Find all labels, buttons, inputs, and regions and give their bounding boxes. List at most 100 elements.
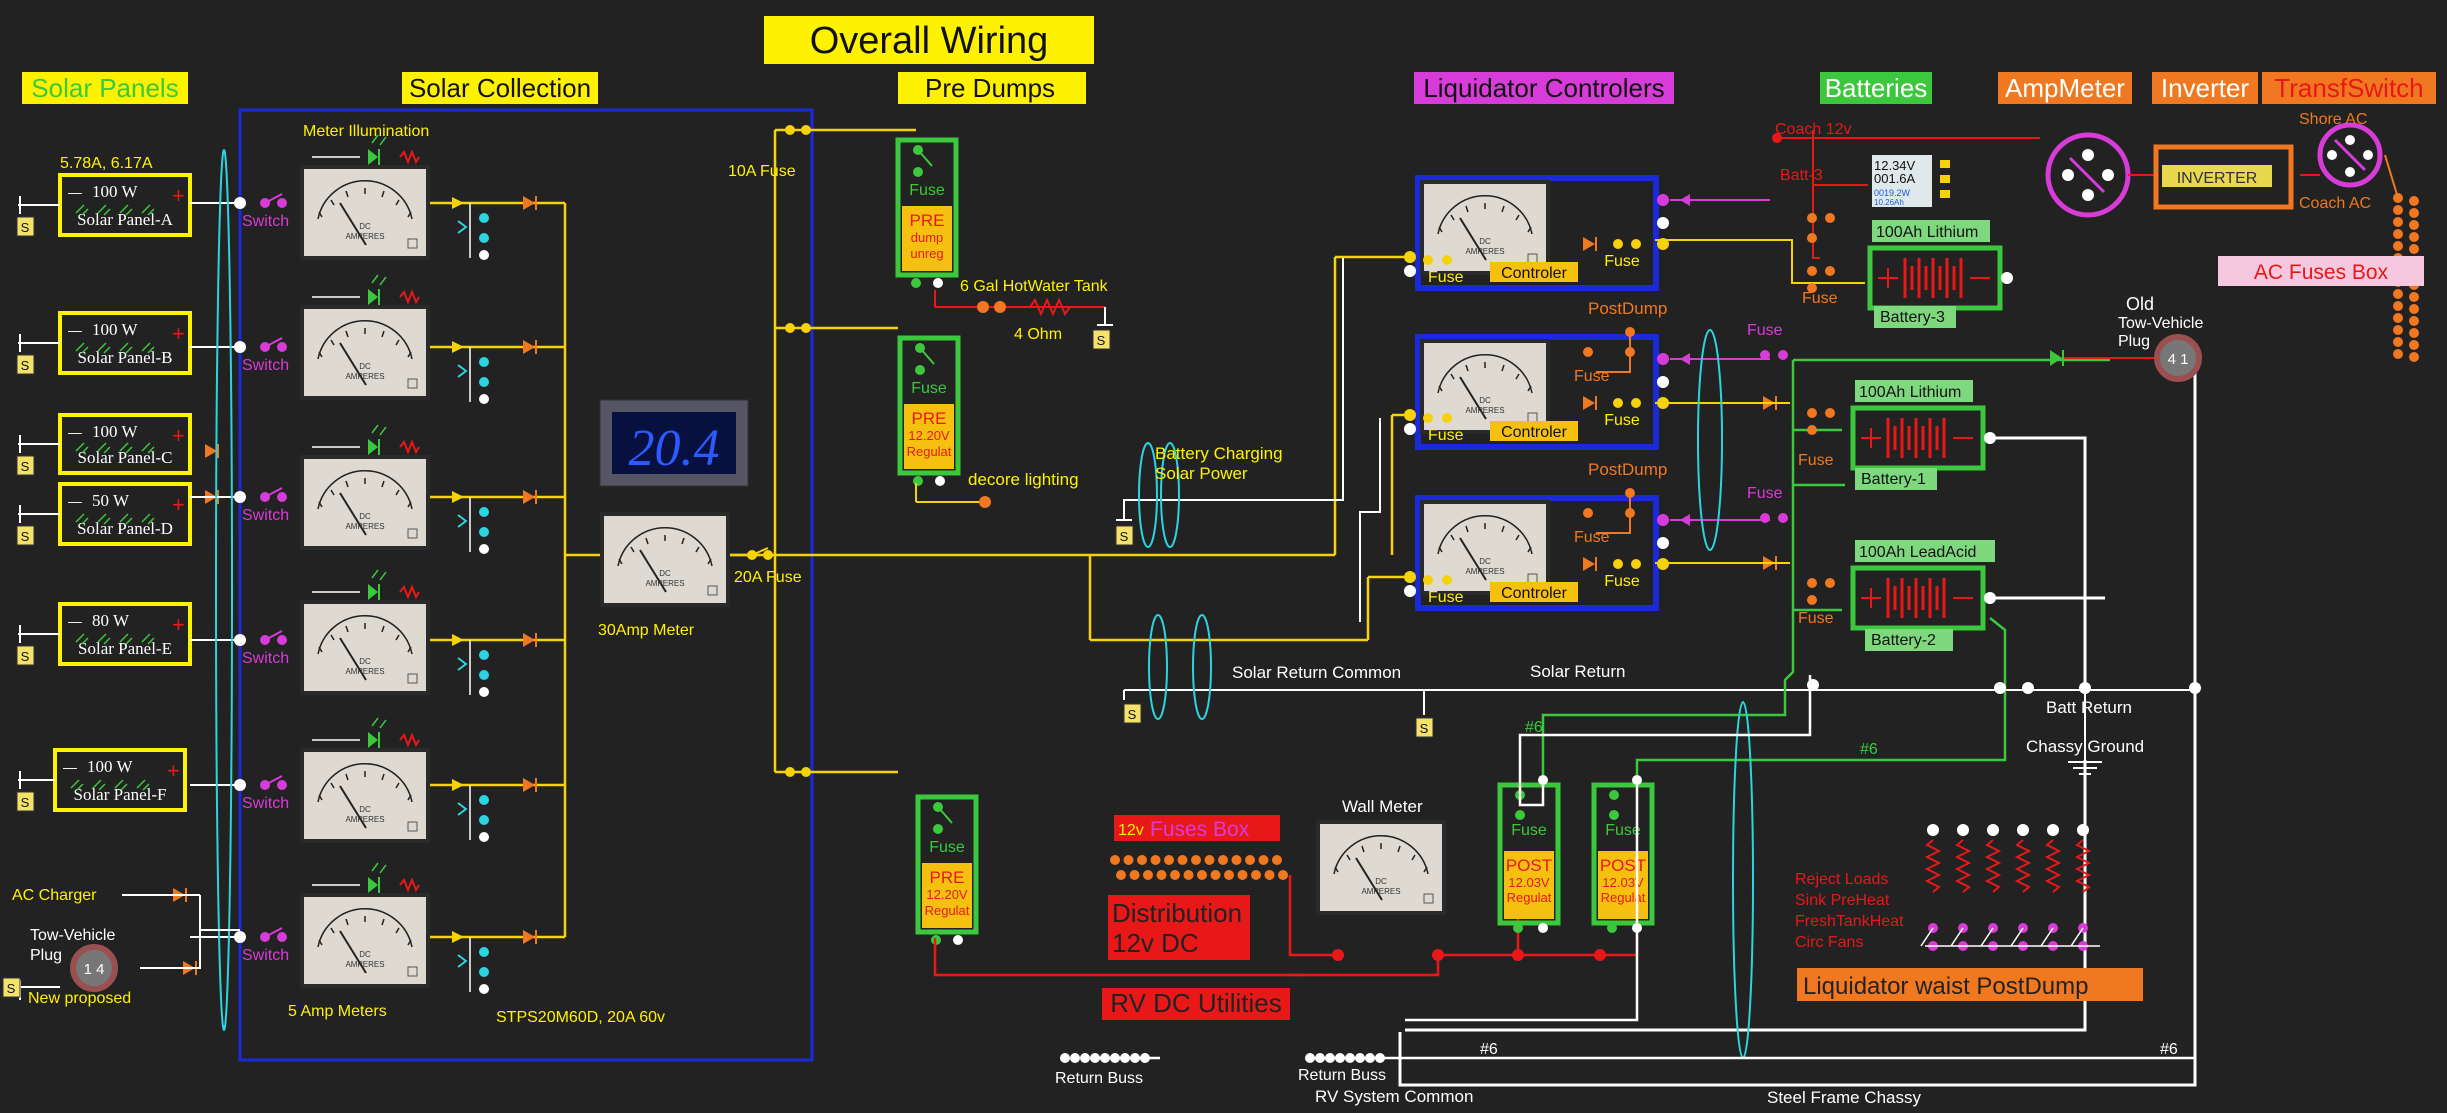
steel-frame-ct <box>1732 701 1754 1059</box>
post-line1: POST <box>1600 856 1646 875</box>
batt-mag-fuse-label-2: Fuse <box>1747 485 1783 502</box>
panel-watts: 100 W <box>87 757 133 776</box>
rv-utilities-label: RV DC Utilities <box>1110 988 1281 1018</box>
switch-6[interactable] <box>260 927 287 942</box>
tow-plug-new-note: New proposed <box>28 990 131 1007</box>
solar-panel-b: —100 W+Solar Panel-BS <box>16 311 192 375</box>
switch-label: Switch <box>242 507 289 524</box>
panel-minus: — <box>63 759 77 775</box>
chassy-ground-label: Chassy Ground <box>2026 737 2144 756</box>
ac-charger-label: AC Charger <box>12 887 97 904</box>
panel-name: Solar Panel-A <box>77 210 174 229</box>
digital-reading: 20.4 <box>629 420 720 477</box>
battery-capacity: 100Ah LeadAcid <box>1859 544 1976 561</box>
s-label-hotwater: S <box>1097 333 1106 348</box>
shunt-display: 12.34V 001.6A 0019.2W 10.26Ah <box>1868 152 1958 210</box>
collection-row-4: Switch <box>190 569 565 697</box>
meter-30amp-label: 30Amp Meter <box>598 622 695 639</box>
tow-plug-new-pins: 1 4 <box>84 961 105 978</box>
fuse-10a-label: 10A Fuse <box>728 163 796 180</box>
ctrl-output-fuse-label: Fuse <box>1604 412 1640 429</box>
s-label-panel: S <box>21 529 30 544</box>
batt-return-label: Batt Return <box>2046 698 2132 717</box>
collection-row-1: Switch <box>190 134 565 261</box>
postdump-2-label: PostDump <box>1588 460 1667 479</box>
decore-label: decore lighting <box>968 470 1079 489</box>
transfer-switch[interactable] <box>2317 122 2383 188</box>
shore-ac-label: Shore AC <box>2299 111 2367 128</box>
solar-panel-e: —80 W+Solar Panel-ES <box>16 602 192 666</box>
s-label-return1: S <box>1128 707 1137 722</box>
pre-line3: Regulat <box>925 903 970 918</box>
page-title: Overall Wiring <box>810 20 1049 62</box>
amp-gauge-4 <box>299 599 431 696</box>
ampmeter-selector[interactable] <box>2045 132 2131 218</box>
panel-watts: 100 W <box>92 320 138 339</box>
battery-name: Battery-2 <box>1871 632 1936 649</box>
solar-return-common <box>1116 505 1132 521</box>
panel-watts: 100 W <box>92 422 138 441</box>
solar-return-label: Solar Return <box>1530 662 1625 681</box>
batt-ct <box>1697 329 1723 551</box>
meter-illumination-label: Meter Illumination <box>303 123 429 140</box>
header-transfswitch: TransfSwitch <box>2274 73 2423 103</box>
panel-plus: + <box>172 321 185 346</box>
load-label-1: Reject Loads <box>1795 871 1888 888</box>
rv-dc-nodes <box>1332 949 1606 961</box>
tow-plug-new-line1: Tow-Vehicle <box>30 927 115 944</box>
tow-plug-old-pins: 4 1 <box>2168 351 2189 368</box>
panel-name: Solar Panel-F <box>73 785 166 804</box>
switch-label: Switch <box>242 650 289 667</box>
panel-name: Solar Panel-C <box>78 448 173 467</box>
post-line2: 12.03V <box>1602 875 1644 890</box>
solar-collection-frame <box>238 108 814 1062</box>
tow-plug-old-line2: Plug <box>2118 333 2150 350</box>
hotwater-label: 6 Gal HotWater Tank <box>960 278 1109 295</box>
controler-label: Controler <box>1501 424 1567 441</box>
panel-minus: — <box>68 424 82 440</box>
switch-3[interactable] <box>260 487 287 502</box>
tow-plug-old-line1: Tow-Vehicle <box>2118 315 2203 332</box>
ctrl-input-fuse-label: Fuse <box>1428 427 1464 444</box>
switch-1[interactable] <box>260 193 287 208</box>
switch-4[interactable] <box>260 630 287 645</box>
wall-meter-gauge <box>1315 819 1447 916</box>
tow-plug-old[interactable]: 4 1 <box>2154 334 2202 382</box>
pre-line3: Regulat <box>907 444 952 459</box>
panel-plus: + <box>172 183 185 208</box>
pre-fuse-label: Fuse <box>909 182 945 199</box>
battery-fuse-label-3: Fuse <box>1798 610 1834 627</box>
s-label-panel: S <box>21 649 30 664</box>
switch-5[interactable] <box>260 775 287 790</box>
s-label-towplug: S <box>7 981 16 996</box>
tow-plug-new[interactable]: 1 4 <box>70 944 118 992</box>
fuse-20a[interactable] <box>747 547 773 560</box>
diode-label: STPS20M60D, 20A 60v <box>496 1009 665 1026</box>
inverter-box: INVERTER <box>2153 144 2294 210</box>
panel-name: Solar Panel-D <box>77 519 173 538</box>
panel-plus: + <box>167 758 180 783</box>
switch-2[interactable] <box>260 337 287 352</box>
ctrl-output-fuse-label: Fuse <box>1604 573 1640 590</box>
solar-panel-f: —100 W+Solar Panel-FS <box>16 748 187 812</box>
pre-line2: 12.20V <box>908 428 950 443</box>
digital-volt-meter: 20.4 <box>599 399 749 487</box>
amp-gauge-1 <box>299 164 431 261</box>
return-buss-label-2: Return Buss <box>1298 1067 1386 1084</box>
panel-watts: 50 W <box>92 491 130 510</box>
coach12v-label: Coach 12v <box>1775 121 1852 138</box>
shunt-l1: 12.34V <box>1874 158 1916 173</box>
bus-fuses[interactable] <box>785 125 811 777</box>
tow-plug-diode <box>2050 350 2064 366</box>
s-label-charging: S <box>1120 529 1129 544</box>
collection-row-6: Switch <box>190 862 565 994</box>
ctrl-output-fuse-label: Fuse <box>1604 253 1640 270</box>
pre-line2: dump <box>911 230 944 245</box>
amp-gauge-5 <box>299 747 431 844</box>
